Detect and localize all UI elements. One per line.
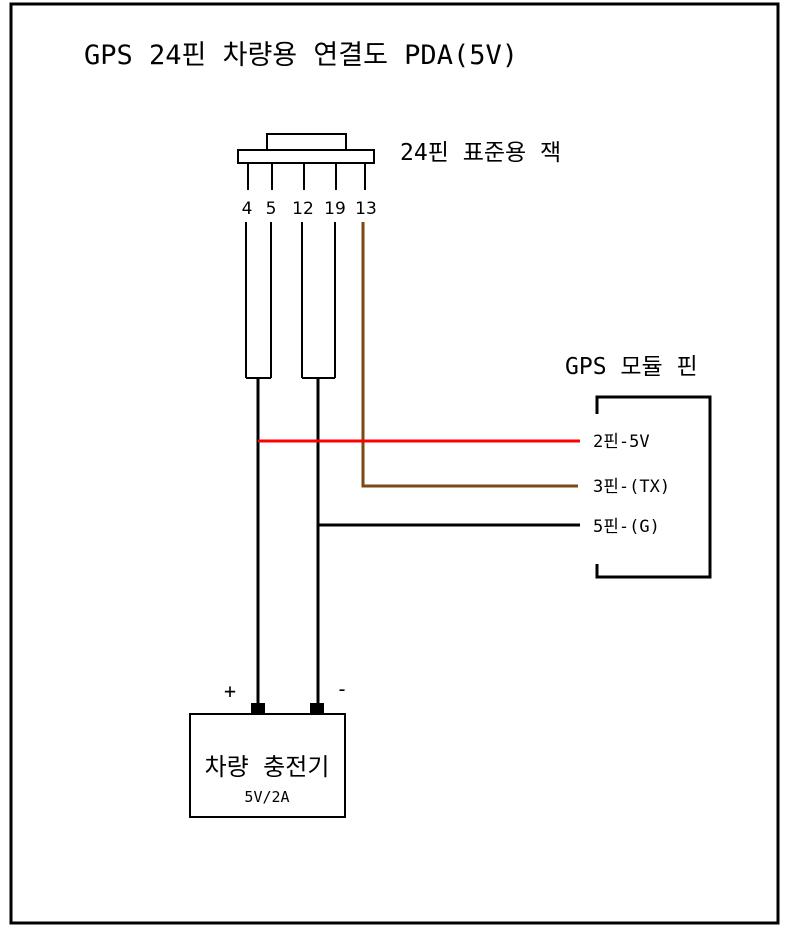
gps-pin-tx: 3핀-(TX) xyxy=(593,477,670,497)
minus-sign: - xyxy=(336,677,348,701)
gps-module-outline xyxy=(595,395,712,579)
gps-pin-ground: 5핀-(G) xyxy=(593,517,660,537)
charger-box xyxy=(189,713,346,818)
charger-terminal-minus xyxy=(310,703,324,715)
diagram-frame xyxy=(9,2,780,925)
diagram-title: GPS 24핀 차량용 연결도 PDA(5V) xyxy=(84,40,518,71)
connector-24pin xyxy=(237,133,375,190)
gps-pin-power: 2핀-5V xyxy=(593,432,650,452)
pin-number: 4 xyxy=(242,199,253,219)
plus-sign: + xyxy=(224,679,236,703)
connector-body xyxy=(237,149,375,164)
wire-pair-negative xyxy=(301,222,336,379)
charger-spec: 5V/2A xyxy=(244,788,289,806)
charger-name: 차량 충전기 xyxy=(205,753,330,781)
wire-pair-positive xyxy=(245,222,272,379)
charger-terminal-plus xyxy=(251,703,265,715)
gps-module-label: GPS 모듈 핀 xyxy=(565,354,698,380)
connector-label: 24핀 표준용 잭 xyxy=(400,140,561,166)
pin-number: 13 xyxy=(355,199,377,219)
connector-top xyxy=(266,133,347,151)
pin-number: 12 xyxy=(292,199,314,219)
pin-number: 19 xyxy=(324,199,346,219)
pin-number: 5 xyxy=(266,199,277,219)
tx-wire xyxy=(361,222,578,488)
